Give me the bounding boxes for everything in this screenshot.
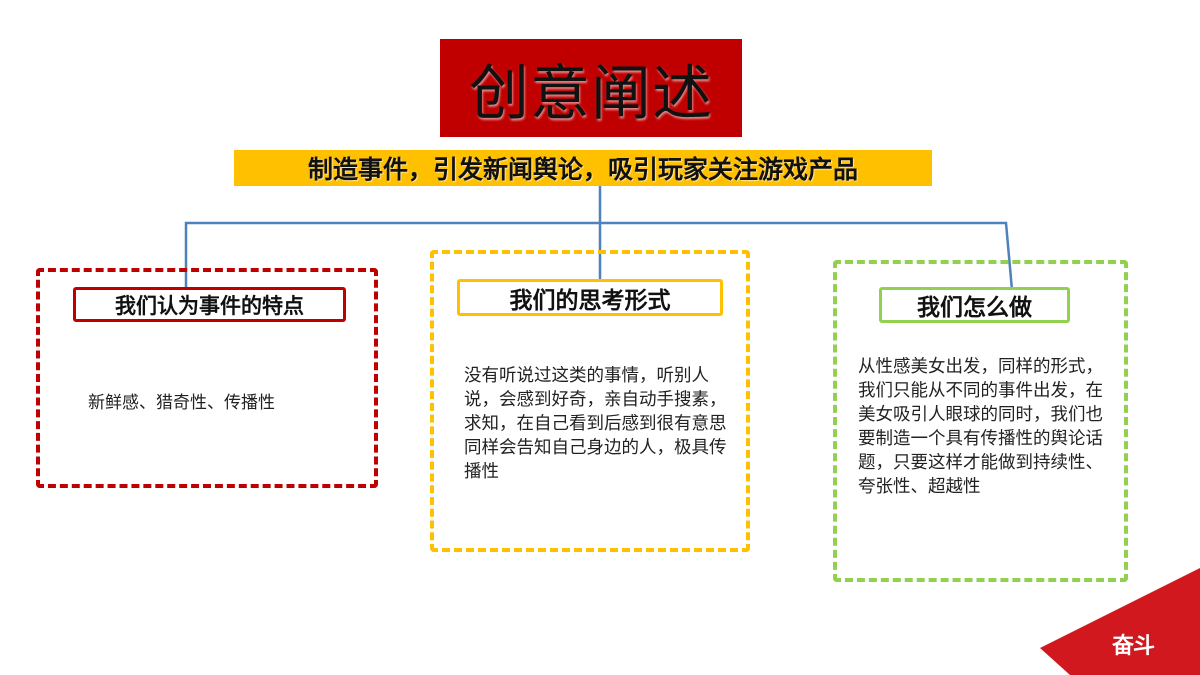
subtitle-banner: 制造事件，引发新闻舆论，吸引玩家关注游戏产品: [234, 150, 932, 186]
panel-body-thinking-form: 没有听说过这类的事情，听别人说，会感到好奇，亲自动手搜素，求知，在自己看到后感到…: [464, 366, 727, 482]
panel-body-event-features: 新鲜感、猎奇性、传播性: [88, 393, 275, 413]
panel-how-we-do: [833, 260, 1128, 582]
slide-subtitle: 制造事件，引发新闻舆论，吸引玩家关注游戏产品: [307, 155, 858, 184]
slide-title: 创意阐述: [469, 58, 713, 129]
panel-body-how-we-do: 从性感美女出发，同样的形式，我们只能从不同的事件出发，在美女吸引人眼球的同时，我…: [858, 357, 1103, 497]
panel-thinking-form: [430, 250, 750, 552]
panel-event-features: [36, 268, 378, 488]
panel-heading-event-features: 我们认为事件的特点: [73, 287, 346, 322]
connector-branches: [184, 221, 1014, 291]
title-banner: 创意阐述: [440, 39, 742, 137]
logo-text: 奋斗: [1112, 634, 1155, 659]
panel-heading-how-we-do: 我们怎么做: [879, 287, 1070, 323]
panel-heading-thinking-form: 我们的思考形式: [457, 279, 723, 316]
